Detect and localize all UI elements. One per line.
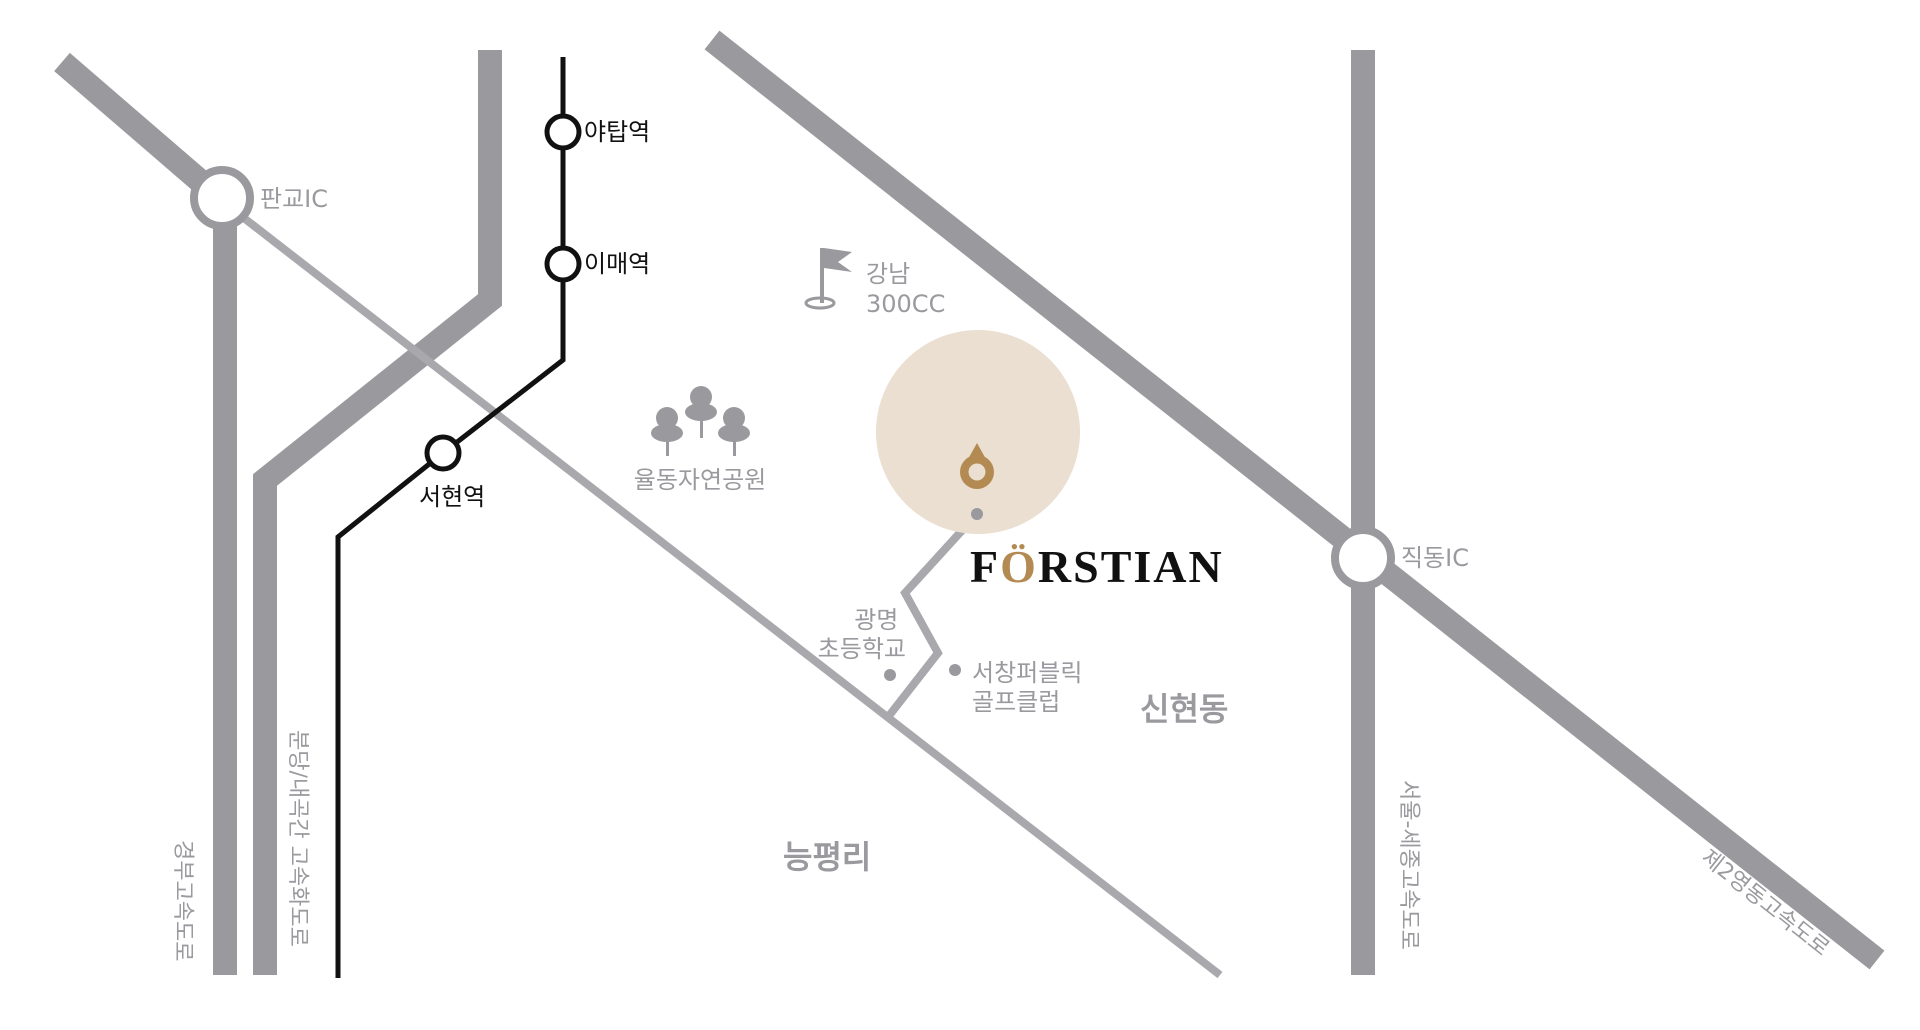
golf-label: 강남 300CC (866, 260, 945, 318)
trees-icon (651, 386, 750, 456)
brand-letter-o: Ö (1000, 541, 1038, 592)
road-access (884, 511, 980, 720)
district-sinhyeon-label: 신현동 (1140, 690, 1228, 728)
subway-track (335, 57, 566, 978)
road-gyeongbu-label: 경부고속도로 (170, 840, 195, 961)
road-seoul-sejong-label: 서울-세종고속도로 (1396, 780, 1421, 950)
station-imae-marker (544, 245, 582, 283)
interchanges (190, 166, 1395, 590)
jikdong-ic-marker (1331, 526, 1395, 590)
golf-flag-icon (804, 248, 852, 310)
highways (54, 30, 1885, 975)
pin-base-dot (971, 508, 983, 520)
road-second-yeongdong (704, 30, 1885, 970)
brand-letter-f: F (970, 541, 1000, 592)
location-pin-icon (960, 443, 994, 520)
station-yatap-label: 야탑역 (584, 118, 650, 146)
local-roads (237, 211, 1223, 979)
pangyo-ic-marker (190, 166, 254, 230)
svg-text:FÖRSTIAN: FÖRSTIAN (970, 541, 1224, 592)
school-dot (884, 669, 896, 681)
road-bundang-naegok-label: 분당/내곡간 고속화도로 (285, 730, 310, 947)
road-pangyo-diagonal (54, 52, 230, 210)
district-neungpyeong-label: 능평리 (783, 838, 871, 876)
park-label: 율동자연공원 (634, 466, 766, 494)
jikdong-ic-label: 직동IC (1401, 544, 1469, 572)
pangyo-ic-label: 판교IC (260, 185, 328, 213)
station-seohyeon-label: 서현역 (419, 483, 485, 511)
project-highlight-area (876, 330, 1080, 534)
golf-club-dot (949, 664, 961, 676)
golf-club-label: 서창퍼블릭 골프클럽 (972, 659, 1090, 716)
road-local-diagonal (237, 211, 1223, 979)
road-bundang-naegok (253, 50, 502, 975)
station-yatap-marker (544, 113, 582, 151)
brand-logo: FÖRSTIAN (970, 541, 1224, 592)
station-seohyeon-marker (424, 434, 462, 472)
school-label: 광명 초등학교 (818, 606, 906, 663)
brand-letters-rest: RSTIAN (1038, 541, 1224, 592)
station-imae-label: 이매역 (584, 250, 650, 278)
subway-line (335, 57, 582, 978)
